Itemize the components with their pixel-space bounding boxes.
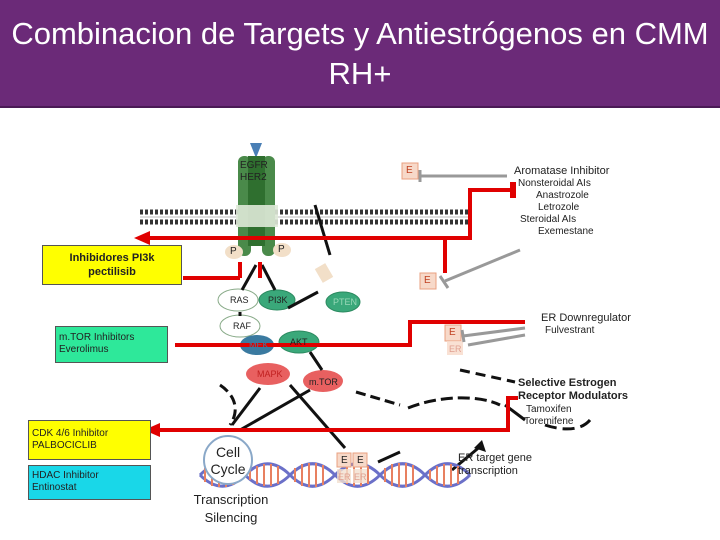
estrogen-right-label: E [449, 327, 456, 338]
mtor-inhibitor-box: m.TOR Inhibitors Everolimus [55, 326, 168, 363]
cdk-arrowhead [144, 423, 160, 437]
estrogen-receptor-right [447, 341, 463, 355]
hdac-box-line-2: Entinostat [32, 482, 77, 493]
aromatase-line-5: Exemestane [538, 226, 594, 237]
nuclear-e-2 [352, 452, 368, 468]
pi3k-label: PI3K [268, 295, 288, 305]
nuclear-er-2 [353, 469, 367, 483]
cdk-box-line-2: PALBOCICLIB [32, 440, 97, 451]
pi3k-inhibitor-box: Inhibidores PI3k pectilisib [42, 245, 182, 285]
pi3k-arrowhead [134, 231, 150, 245]
silencing-label-1: Transcription [193, 492, 269, 507]
aromatase-heading: Aromatase Inhibitor [514, 165, 610, 177]
nuclear-er-2-label: ER [354, 472, 367, 482]
nuclear-e-1 [336, 452, 352, 468]
e-bridge-shape [314, 263, 334, 283]
aromatase-line-4: Steroidal AIs [520, 214, 577, 225]
cell-cycle-circle [203, 435, 253, 485]
mtor-box-line-1: m.TOR Inhibitors [59, 332, 135, 343]
estrogen-ligand-mid [419, 272, 437, 290]
cell-cycle-label-1: Cell [215, 444, 241, 460]
drug-target-lines [145, 188, 525, 432]
serm-line-3: Tamoxifen [526, 404, 572, 415]
aromatase-inhibitor-box: Aromatase Inhibitor Nonsteroidal AIs Ana… [508, 163, 626, 243]
mapk-label: MAPK [257, 369, 283, 379]
nuclear-er-1-label: ER [338, 472, 351, 482]
er-right-label: ER [449, 344, 462, 354]
cdk-inhibitor-box: CDK 4/6 Inhibitor PALBOCICLIB [28, 420, 151, 460]
cell-membrane [140, 209, 470, 225]
mtor-node [303, 370, 343, 392]
er-downregulator-box: ER Downregulator Fulvestrant [525, 308, 665, 343]
arrowhead-gene [474, 440, 486, 452]
nuclear-e-2-label: E [357, 455, 364, 466]
receptor-label-egfr: EGFR [240, 160, 268, 171]
aromatase-line-1: Nonsteroidal AIs [518, 178, 591, 189]
akt-node [278, 330, 320, 354]
pathway-arrows [219, 204, 592, 472]
nuclear-er-1 [337, 469, 351, 483]
pi3k-box-line-1: Inhibidores PI3k [69, 252, 155, 264]
receptor-shape [225, 143, 291, 259]
pten-label: PTEN [333, 297, 358, 307]
phospho-left: P [230, 246, 237, 257]
page-title: Combinacion de Targets y Antiestrógenos … [11, 16, 709, 91]
mapk-node [246, 363, 290, 385]
cdk-box-line-1: CDK 4/6 Inhibitor [32, 428, 109, 439]
silencing-label-2: Silencing [204, 510, 258, 525]
inhibition-bars [418, 170, 526, 347]
target-gene-label-2: transcription [458, 465, 518, 477]
aromatase-line-3: Letrozole [538, 202, 580, 213]
hdac-box-line-1: HDAC Inhibitor [32, 470, 99, 481]
aromatase-line-cap [510, 182, 516, 198]
estrogen-mid-label: E [424, 275, 431, 286]
pi3k-box-line-2: pectilisib [88, 266, 136, 278]
nuclear-e-1-label: E [341, 455, 348, 466]
mek-label: MEK [249, 340, 269, 350]
hdac-inhibitor-box: HDAC Inhibitor Entinostat [28, 465, 151, 500]
pten-node [325, 291, 361, 313]
cell-cycle-label-2: Cycle [210, 461, 246, 477]
target-gene-label-1: ER target gene [458, 452, 532, 464]
aromatase-line-2: Anastrozole [536, 190, 589, 201]
pi3k-node [258, 289, 296, 311]
raf-label: RAF [233, 321, 251, 331]
estrogen-ligand-top [401, 162, 419, 180]
mtor-box-line-2: Everolimus [59, 344, 109, 355]
serm-line-4: Toremifene [524, 416, 574, 427]
title-banner: Combinacion de Targets y Antiestrógenos … [0, 0, 720, 108]
downregulator-line-2: Fulvestrant [545, 325, 595, 336]
ras-node [217, 288, 259, 312]
serm-box: Selective Estrogen Receptor Modulators T… [518, 377, 638, 435]
receptor-label-her2: HER2 [240, 172, 267, 183]
mtor-label: m.TOR [309, 377, 338, 387]
akt-label: AKT [290, 337, 308, 347]
phospho-right: P [278, 244, 285, 255]
serm-line-2: Receptor Modulators [518, 390, 629, 402]
downregulator-line-1: ER Downregulator [541, 312, 631, 324]
ras-label: RAS [230, 295, 249, 305]
estrogen-top-label: E [406, 165, 413, 176]
serm-line-1: Selective Estrogen [518, 377, 617, 389]
